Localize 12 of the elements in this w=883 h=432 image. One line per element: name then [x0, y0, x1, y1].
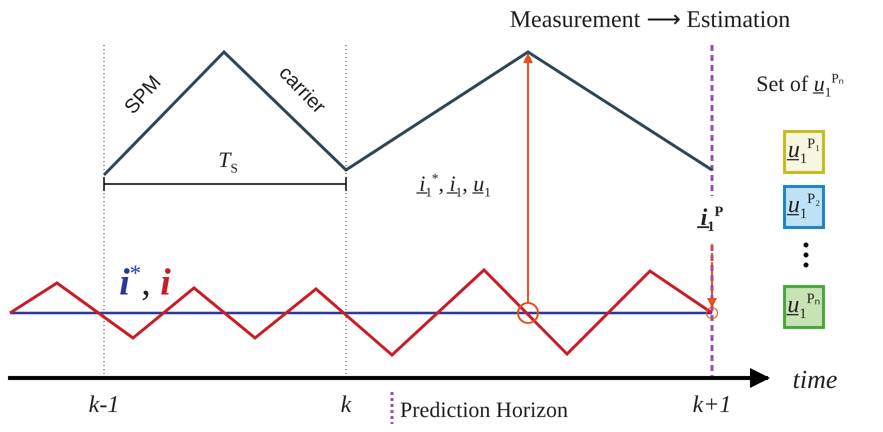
- legend-text: Prediction Horizon: [400, 399, 568, 421]
- time-step-label: k: [340, 393, 352, 417]
- arrow: [707, 244, 717, 308]
- period-label: T$_{S}$: [218, 149, 238, 175]
- prediction-circle: [706, 307, 718, 319]
- current-label: i$^{*}$, i: [119, 262, 171, 302]
- caption-text: Measurement ⟶ Estimation: [510, 8, 790, 32]
- axis-label: time: [792, 367, 838, 393]
- measurement-circle: [517, 302, 539, 324]
- time-step-label: k+1: [692, 393, 732, 417]
- time-step-label: k-1: [88, 393, 120, 417]
- arrow: [523, 53, 533, 302]
